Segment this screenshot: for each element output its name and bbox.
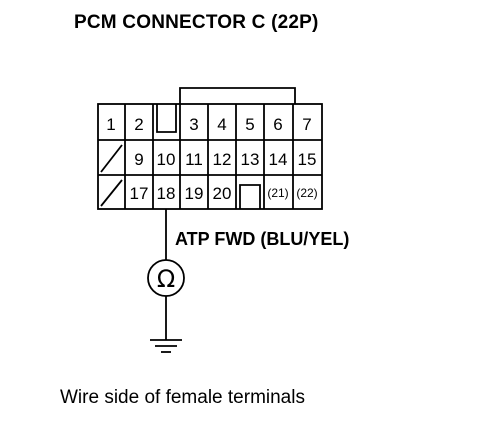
pin-3: 3	[189, 115, 198, 134]
pin-7: 7	[302, 115, 311, 134]
pin-5: 5	[245, 115, 254, 134]
pin-4: 4	[217, 115, 226, 134]
pin-15: 15	[298, 150, 317, 169]
pin-6: 6	[273, 115, 282, 134]
pin-22: (22)	[296, 186, 317, 200]
pin-14: 14	[269, 150, 288, 169]
connector-body	[97, 103, 323, 210]
key-slot-top	[156, 104, 177, 133]
page-title: PCM CONNECTOR C (22P)	[74, 12, 319, 33]
unused-cavity-16	[100, 179, 123, 207]
pin-10: 10	[157, 150, 176, 169]
pin-2: 2	[134, 115, 143, 134]
connector-lock-tab	[179, 87, 296, 104]
ohm-icon: Ω	[157, 265, 175, 293]
pin-9: 9	[134, 150, 143, 169]
pin-21: (21)	[267, 186, 288, 200]
unused-cavity-8	[100, 144, 123, 173]
pin-18: 18	[157, 184, 176, 203]
caption: Wire side of female terminals	[60, 387, 305, 408]
wire-label: ATP FWD (BLU/YEL)	[175, 229, 350, 249]
pin-17: 17	[130, 184, 149, 203]
pin-1: 1	[106, 115, 115, 134]
key-slot-bottom	[239, 184, 261, 209]
pin-11: 11	[185, 150, 203, 169]
pin-19: 19	[185, 184, 204, 203]
pin-20: 20	[213, 184, 232, 203]
pin-12: 12	[213, 150, 232, 169]
pin-13: 13	[241, 150, 260, 169]
